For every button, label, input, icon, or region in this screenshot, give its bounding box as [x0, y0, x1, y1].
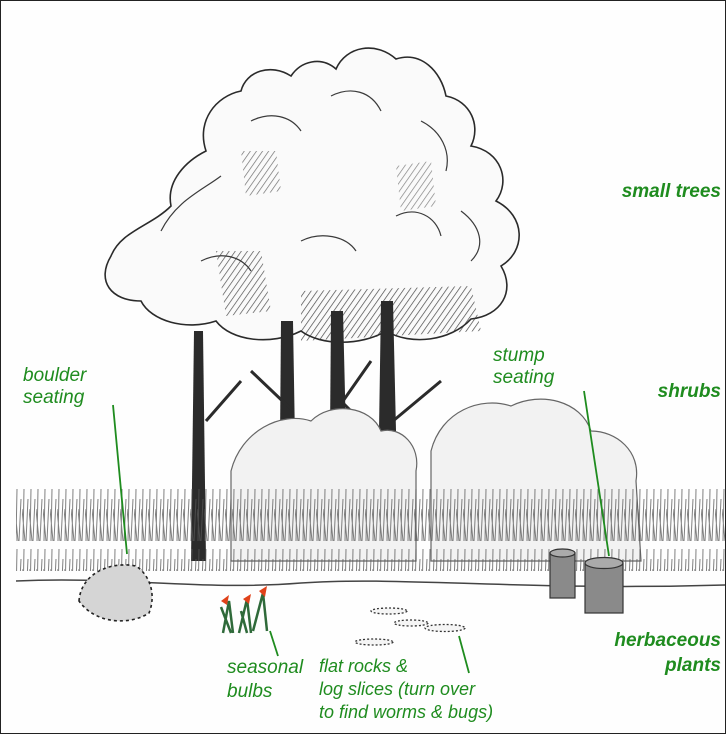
label-boulder-seating: boulder seating [23, 365, 86, 409]
flat-rock-icon [355, 608, 465, 645]
label-small-trees: small trees [561, 181, 721, 203]
label-seasonal-bulbs: seasonal bulbs [227, 656, 303, 704]
label-herbaceous-plants: herbaceous plants [561, 628, 721, 678]
bulb-icon [221, 586, 267, 633]
label-shrubs: shrubs [601, 381, 721, 403]
tree-canopy-icon [105, 48, 519, 342]
label-stump-seating: stump seating [493, 345, 554, 389]
label-flat-rocks: flat rocks & log slices (turn over to fi… [319, 655, 493, 724]
